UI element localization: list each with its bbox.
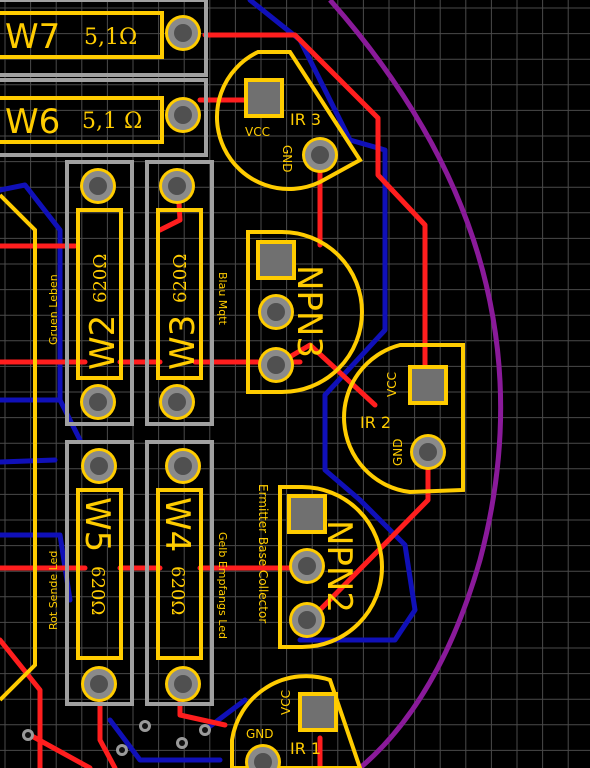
- w7-name: W7: [5, 17, 60, 57]
- w5-pad-bottom: [81, 666, 117, 702]
- ir2-vcc-pad: [408, 365, 448, 405]
- ir-labels: IR 3 VCC GND IR 2 VCC GND IR 1 VCC GND: [245, 110, 405, 758]
- ir2-gnd-pad: [410, 434, 446, 470]
- resistor-labels: W7 5,1Ω W6 5,1 Ω W2 620Ω Gruen Leben W3 …: [5, 17, 229, 639]
- ir1-gnd-pad: [245, 744, 281, 768]
- left-silk-outline: [0, 193, 37, 702]
- w3-name: W3: [163, 315, 203, 370]
- w2-name: W2: [83, 315, 123, 370]
- ir2-name: IR 2: [360, 413, 391, 432]
- w3-pad-top: [159, 168, 195, 204]
- ir3-gnd: GND: [280, 145, 294, 173]
- vias: [22, 720, 211, 756]
- w2-value: 620Ω: [90, 254, 111, 303]
- transistor-outlines: [246, 230, 384, 649]
- w7-value: 5,1Ω: [84, 25, 137, 50]
- w3-value: 620Ω: [170, 254, 191, 303]
- ir3-gnd-pad: [302, 137, 338, 173]
- w6-pad: [165, 97, 201, 133]
- component-pads: [80, 15, 448, 768]
- npn2-name: NPN2: [319, 520, 359, 613]
- w4-value: 620Ω: [167, 566, 188, 615]
- via-1: [22, 729, 34, 741]
- w5-value: 620Ω: [87, 566, 108, 615]
- via-4: [176, 737, 188, 749]
- component-keepouts: [0, 0, 214, 706]
- ir1-vcc-pad: [298, 692, 338, 732]
- w4-pad-top: [165, 448, 201, 484]
- w6-name: W6: [5, 102, 60, 142]
- w2-pad-bottom: [80, 384, 116, 420]
- ir-sensor-outlines: [215, 50, 465, 768]
- via-2: [116, 744, 128, 756]
- resistor-outlines: [0, 11, 203, 660]
- w7-pad: [165, 15, 201, 51]
- ir2-gnd: GND: [391, 438, 405, 466]
- npn3-pad-3: [258, 347, 294, 383]
- ir1-vcc: VCC: [279, 690, 293, 715]
- npn3-pad-2: [258, 294, 294, 330]
- ir3-vcc-pad: [244, 78, 284, 118]
- ir3-name: IR 3: [290, 110, 321, 129]
- ir1-name: IR 1: [290, 739, 321, 758]
- w3-pad-bottom: [159, 384, 195, 420]
- ir1-gnd: GND: [246, 727, 274, 741]
- via-5: [199, 724, 211, 736]
- bottom-layer-traces: [0, 0, 418, 763]
- npn3-pad-1: [256, 240, 296, 280]
- npn3-name: NPN3: [289, 265, 329, 358]
- w5-pad-top: [81, 448, 117, 484]
- w6-value: 5,1 Ω: [82, 109, 142, 134]
- w4-name: W4: [157, 497, 197, 552]
- w5-name: W5: [77, 497, 117, 552]
- w4-note: Gelb Empfangs Led: [216, 532, 229, 639]
- w5-note: Rot Sende Led: [47, 551, 60, 630]
- ir2-vcc: VCC: [385, 372, 399, 397]
- npn2-pad-3: [289, 602, 325, 638]
- npn2-pad-2: [289, 548, 325, 584]
- board-outline: [328, 0, 504, 768]
- transistor-labels: NPN3 NPN2 Ermitter Base Collector: [256, 265, 359, 623]
- npn2-pin-note: Ermitter Base Collector: [256, 484, 270, 623]
- npn2-pad-1: [287, 494, 327, 534]
- ir3-vcc: VCC: [245, 125, 270, 139]
- w2-note: Gruen Leben: [47, 274, 60, 345]
- w2-pad-top: [80, 168, 116, 204]
- w4-pad-bottom: [165, 666, 201, 702]
- w3-note: Blau Mqtt: [216, 272, 229, 326]
- via-3: [139, 720, 151, 732]
